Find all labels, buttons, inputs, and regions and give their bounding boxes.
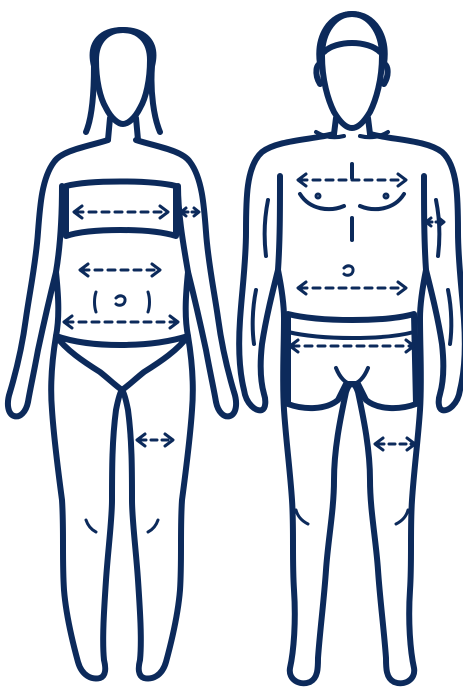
male-nipple-left	[316, 194, 320, 198]
female-waist-measure	[64, 316, 178, 328]
female-knee-left	[86, 520, 96, 532]
male-hair	[319, 14, 384, 64]
female-thigh-measure	[137, 434, 173, 446]
male-chest-left	[300, 194, 344, 209]
female-knee-right	[148, 520, 158, 532]
male-chest-right	[360, 194, 404, 209]
male-waist-measure	[298, 282, 406, 294]
female-bust-measure	[74, 206, 168, 218]
male-upper-arm-measure	[426, 218, 444, 226]
male-thigh-measure	[375, 438, 415, 450]
male-left-bicep	[265, 200, 268, 256]
male-figure	[239, 14, 463, 683]
female-top	[66, 182, 176, 237]
female-head	[96, 30, 150, 124]
male-left-forearm	[253, 290, 256, 344]
female-upper-arm-measure	[181, 208, 199, 216]
male-knee-right	[396, 510, 408, 524]
male-waistband	[288, 332, 414, 338]
female-ab-right	[148, 292, 150, 312]
female-hair	[93, 30, 160, 132]
male-hips-measure	[290, 340, 414, 352]
female-navel	[116, 296, 125, 305]
male-navel	[344, 266, 353, 275]
male-right-bicep	[436, 200, 439, 256]
female-body-outline	[8, 140, 236, 678]
female-briefs	[56, 336, 188, 390]
male-left-arm-inner	[278, 176, 280, 270]
female-underbust-measure	[80, 264, 160, 276]
male-knee-left	[296, 510, 308, 524]
female-hair-left	[86, 66, 94, 132]
male-shorts	[288, 314, 416, 408]
female-measurements	[64, 206, 199, 446]
male-right-forearm	[448, 290, 451, 344]
male-nipple-right	[384, 194, 388, 198]
male-head	[322, 14, 382, 128]
female-ab-left	[95, 292, 97, 312]
female-right-arm-inner	[178, 186, 188, 272]
female-figure	[8, 30, 236, 678]
female-left-arm-inner	[56, 186, 62, 272]
